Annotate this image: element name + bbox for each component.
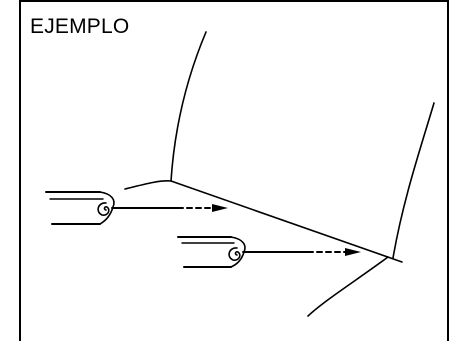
hand-upper	[45, 191, 115, 225]
figure-frame	[19, 0, 449, 341]
lower-body-contour	[307, 256, 389, 317]
left-seam-curve	[124, 180, 172, 190]
example-label: EJEMPLO	[30, 15, 130, 38]
arrow-upper	[111, 204, 228, 212]
diagonal-seam	[170, 180, 403, 263]
right-body-contour	[392, 102, 435, 259]
arrow-lower	[242, 248, 361, 256]
hand-lower	[177, 236, 246, 268]
left-body-contour	[170, 31, 207, 182]
